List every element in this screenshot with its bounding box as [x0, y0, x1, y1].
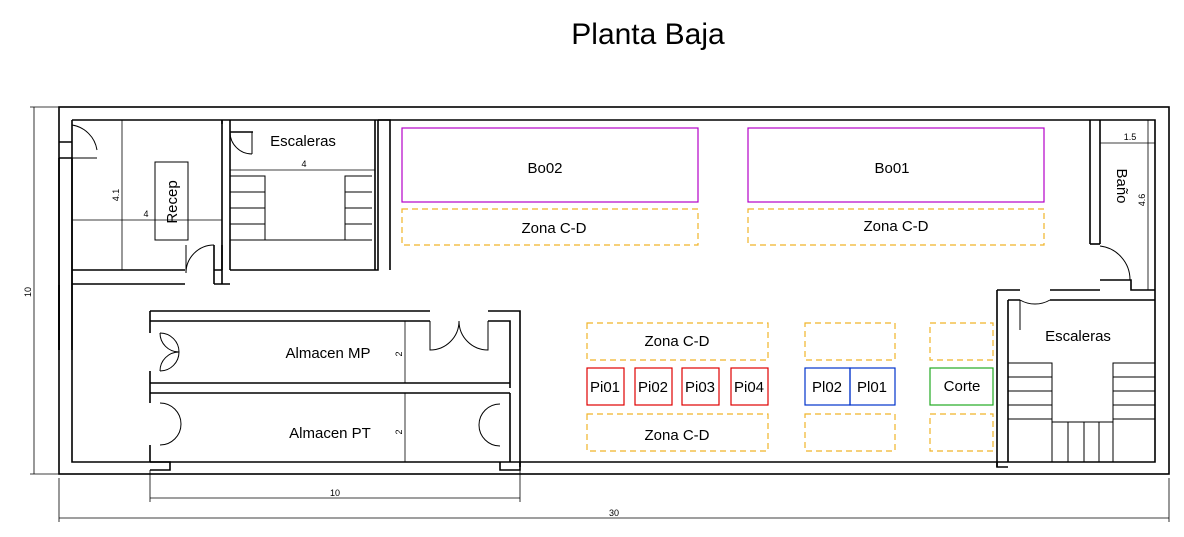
dim-stairs-width: 4: [301, 159, 306, 169]
pi03-station: [681, 367, 720, 406]
label-bo02: Bo02: [527, 160, 562, 177]
label-zona-cd-2: Zona C-D: [863, 218, 928, 235]
label-bo01: Bo01: [874, 160, 909, 177]
dim-bano-width: 1.5: [1124, 132, 1137, 142]
zona-corte-bottom: [929, 413, 994, 452]
zona-pl-bottom: [804, 413, 896, 452]
dim-total-height: 10: [23, 287, 33, 297]
label-pl02: Pl02: [812, 379, 842, 396]
zona-cd-top-left: [401, 208, 699, 246]
label-almacen-pt: Almacen PT: [289, 425, 371, 442]
label-corte: Corte: [944, 378, 981, 395]
zona-cd-top-right: [747, 208, 1045, 246]
dim-bano-height: 4.6: [1137, 194, 1147, 207]
label-zona-cd-3: Zona C-D: [644, 333, 709, 350]
recep-desk: [154, 161, 189, 241]
label-pi04: Pi04: [734, 379, 764, 396]
doors: [71, 124, 1131, 447]
bo02-zone: [401, 127, 699, 203]
label-recep: Recep: [164, 180, 181, 223]
label-escaleras-top: Escaleras: [270, 133, 336, 150]
label-pi02: Pi02: [638, 379, 668, 396]
pi02-station: [634, 367, 673, 406]
dim-almacen-mp-height: 2: [394, 351, 404, 356]
label-almacen-mp: Almacen MP: [285, 345, 370, 362]
dim-almacen-width: 10: [330, 488, 340, 498]
pi04-station: [730, 367, 769, 406]
label-escaleras-right: Escaleras: [1045, 328, 1111, 345]
label-pl01: Pl01: [857, 379, 887, 396]
dim-recep-height: 4.1: [111, 189, 121, 202]
corte-station: [929, 367, 994, 406]
zona-corte-top: [929, 322, 994, 361]
label-bano: Baño: [1113, 168, 1130, 203]
dimension-lines: [30, 106, 1170, 522]
label-zona-cd-4: Zona C-D: [644, 427, 709, 444]
stairs-top: [230, 175, 372, 241]
stairs-right: [1008, 362, 1155, 462]
zona-cd-bottom: [586, 413, 769, 452]
zona-cd-mid: [586, 322, 769, 361]
label-zona-cd-1: Zona C-D: [521, 220, 586, 237]
pl01-station: [849, 367, 896, 406]
walls: [58, 106, 1170, 475]
dim-recep-width: 4: [143, 209, 148, 219]
dim-total-width: 30: [609, 508, 619, 518]
pi01-station: [586, 367, 625, 406]
label-pi01: Pi01: [590, 379, 620, 396]
dim-almacen-pt-height: 2: [394, 429, 404, 434]
zona-pl-top: [804, 322, 896, 361]
label-pi03: Pi03: [685, 379, 715, 396]
bo01-zone: [747, 127, 1045, 203]
plan-title: Planta Baja: [571, 18, 725, 51]
